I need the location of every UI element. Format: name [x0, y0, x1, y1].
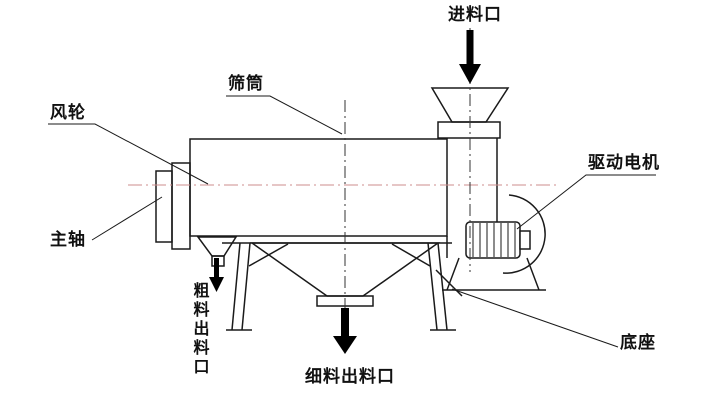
label-drive-motor: 驱动电机 — [588, 153, 660, 172]
feed-hopper — [430, 87, 510, 139]
fine-down-arrow-icon — [333, 308, 357, 354]
volute-housing — [502, 194, 546, 274]
label-coarse-outlet: 粗料出料口 — [193, 283, 210, 376]
leader-lines — [48, 95, 656, 348]
label-base: 底座 — [620, 333, 656, 352]
motor-stand — [442, 257, 546, 291]
label-fine-outlet: 细料出料口 — [305, 367, 395, 386]
drive-motor-leader — [516, 174, 656, 230]
label-wind-wheel: 风轮 — [50, 103, 86, 122]
main-shaft-leader — [91, 196, 163, 241]
centerlines — [128, 28, 560, 316]
sieve-drum-leader — [226, 95, 343, 135]
wind-wheel-housing — [155, 162, 191, 250]
label-sieve-drum: 筛筒 — [228, 74, 264, 93]
label-main-shaft: 主轴 — [50, 230, 86, 249]
fine-outlet-hopper — [249, 242, 441, 307]
sieve-drum-body — [189, 138, 448, 237]
drive-motor-body — [465, 221, 531, 259]
flow-arrows — [209, 30, 481, 354]
coarse-down-arrow-icon — [209, 258, 224, 292]
label-feed-inlet: 进料口 — [448, 5, 502, 24]
base-leader — [451, 288, 619, 348]
feed-down-arrow-icon — [459, 30, 481, 84]
wind-wheel-leader — [48, 123, 209, 185]
feed-duct — [446, 138, 498, 258]
